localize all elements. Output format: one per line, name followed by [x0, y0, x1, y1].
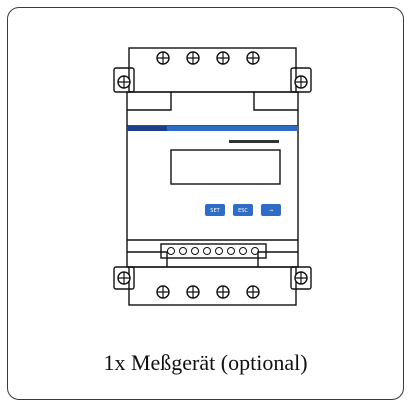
arrow-button-shape	[261, 204, 281, 216]
energy-meter-icon: SET ESC →	[113, 47, 312, 306]
set-button-label: SET	[210, 208, 220, 214]
esc-button-label: ESC	[238, 208, 248, 214]
product-caption: 1x Meßgerät (optional)	[103, 350, 308, 375]
product-card: SET ESC → 1x Meßgerät (optional)	[7, 7, 404, 400]
esc-button-shape	[233, 204, 253, 216]
set-button-shape	[205, 204, 225, 216]
arrow-button-label: →	[269, 208, 273, 214]
